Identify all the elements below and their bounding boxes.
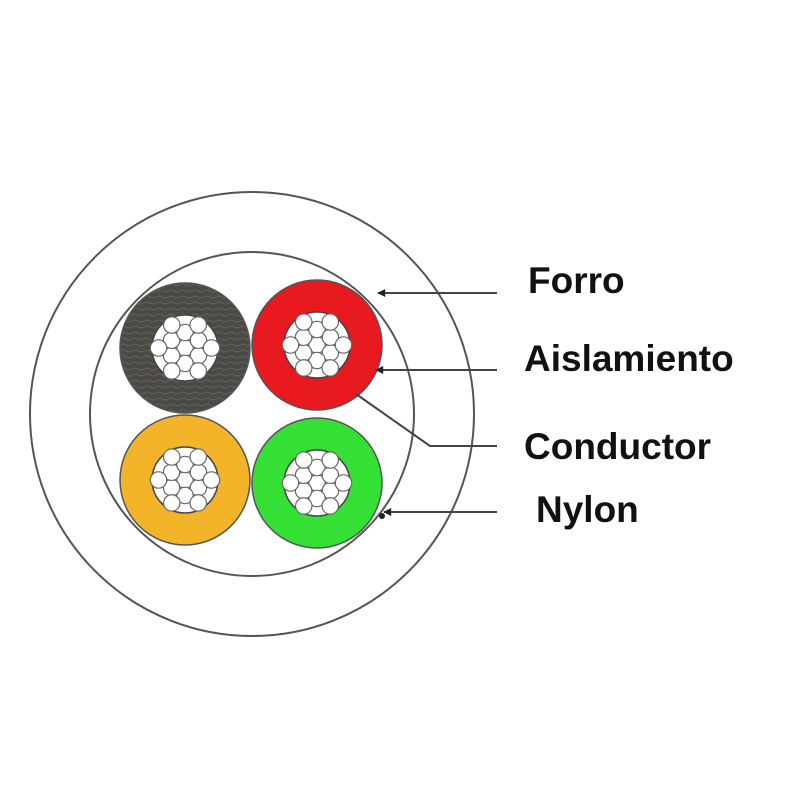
strand-dark-11 — [162, 316, 181, 334]
conductor-label: Conductor — [524, 426, 711, 467]
strand-red-5 — [308, 320, 326, 339]
strand-red-9 — [294, 359, 313, 377]
strand-red-11 — [294, 313, 313, 331]
wire-green — [251, 417, 383, 549]
strand-green-11 — [294, 451, 313, 469]
strand-dark-7 — [202, 339, 221, 357]
strand-yellow-11 — [162, 448, 181, 466]
strand-green-7 — [334, 474, 353, 492]
strand-dark-5 — [176, 323, 194, 342]
wire-red — [251, 279, 383, 411]
strand-green-5 — [308, 458, 326, 477]
strand-dark-12 — [189, 316, 208, 334]
strand-green-12 — [321, 451, 340, 469]
strand-dark-8 — [189, 362, 208, 380]
wires-group — [119, 279, 383, 549]
strand-green-9 — [294, 497, 313, 515]
strand-yellow-12 — [189, 448, 208, 466]
strand-red-12 — [321, 313, 340, 331]
aislamiento-label: Aislamiento — [524, 338, 734, 379]
strand-red-2 — [308, 351, 326, 370]
wire-dark — [119, 282, 251, 414]
conductor-leader-line — [355, 393, 497, 447]
forro-label: Forro — [528, 260, 625, 301]
strand-yellow-5 — [176, 455, 194, 474]
wire-yellow — [119, 414, 251, 546]
nylon-label: Nylon — [536, 489, 639, 530]
strand-dark-9 — [162, 362, 181, 380]
strand-yellow-7 — [202, 471, 221, 489]
strand-yellow-2 — [176, 486, 194, 505]
strand-red-10 — [281, 336, 300, 354]
strand-yellow-10 — [149, 471, 168, 489]
strand-green-10 — [281, 474, 300, 492]
strand-red-7 — [334, 336, 353, 354]
strand-dark-2 — [176, 354, 194, 373]
strand-red-8 — [321, 359, 340, 377]
strand-yellow-8 — [189, 494, 208, 512]
strand-green-8 — [321, 497, 340, 515]
strand-yellow-9 — [162, 494, 181, 512]
strand-dark-10 — [149, 339, 168, 357]
strand-green-2 — [308, 489, 326, 508]
nylon-leader-dot — [379, 513, 385, 519]
